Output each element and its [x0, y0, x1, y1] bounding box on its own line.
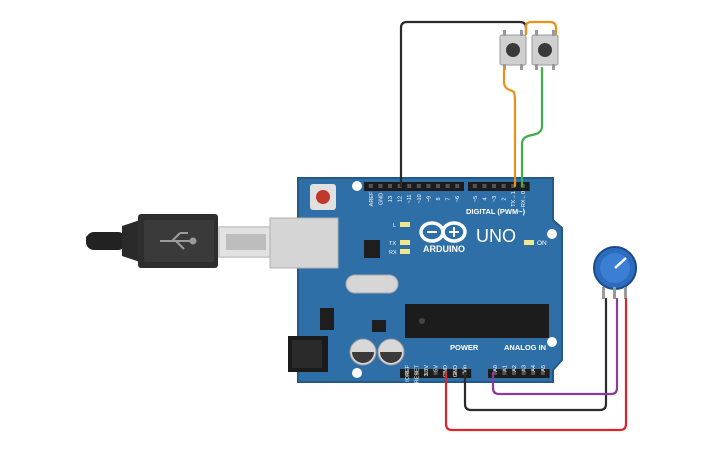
digital-pin-label: ~10	[417, 194, 423, 203]
analog-pin-label: A1	[502, 365, 508, 372]
digital-pin-label: 8	[436, 197, 442, 200]
analog-pin-label: A2	[512, 365, 518, 372]
digital-header-label: DIGITAL (PWM~)	[466, 207, 526, 216]
analog-pin-hole[interactable]	[521, 371, 526, 375]
power-pin-hole[interactable]	[424, 371, 428, 375]
capacitor	[349, 338, 377, 366]
small-chip	[372, 320, 386, 332]
regulator	[320, 308, 334, 330]
analog-pin-label: A3	[522, 365, 528, 372]
wire-orange-pin3-button[interactable]	[502, 66, 517, 188]
led-on	[524, 240, 534, 245]
digital-pin-label: 2	[502, 197, 508, 200]
on-led-label: ON	[537, 240, 547, 247]
power-pin-label: 5V	[434, 365, 440, 372]
power-pin-label: Vin	[462, 365, 468, 373]
digital-pin-hole[interactable]	[378, 184, 383, 188]
digital-pin-label: 12	[398, 196, 404, 202]
usb-cable[interactable]	[85, 214, 274, 268]
crystal	[345, 274, 399, 294]
digital-pin-label: RX←0	[521, 191, 527, 207]
power-pin-label: GND	[453, 365, 459, 377]
pushbutton-left[interactable]	[499, 30, 527, 70]
digital-pin-hole[interactable]	[511, 184, 516, 188]
pushbutton-right[interactable]	[531, 30, 559, 70]
digital-pin-label: ~9	[426, 196, 432, 202]
analog-pin-hole[interactable]	[540, 371, 545, 375]
mounting-hole	[547, 229, 557, 239]
arduino-logo-icon	[419, 221, 467, 243]
digital-pin-hole[interactable]	[445, 184, 450, 188]
digital-pin-hole[interactable]	[388, 184, 392, 188]
logo-signs	[427, 227, 459, 237]
wire-orange-button-bridge[interactable]	[524, 20, 558, 36]
mounting-hole	[352, 181, 362, 191]
power-pin-label: IOREF	[405, 364, 411, 381]
led-tx	[400, 240, 410, 245]
power-pin-hole[interactable]	[433, 371, 438, 375]
analog-in-label: ANALOG IN	[504, 343, 546, 352]
analog-pin-hole[interactable]	[512, 371, 516, 375]
analog-pin-hole[interactable]	[502, 371, 507, 375]
digital-pin-hole[interactable]	[416, 184, 421, 188]
wire-green-pin2-button[interactable]	[520, 66, 544, 188]
power-label: POWER	[450, 343, 479, 352]
analog-pin-hole[interactable]	[492, 371, 497, 375]
analog-pin-label: A0	[493, 365, 499, 372]
digital-pin-hole[interactable]	[501, 184, 506, 188]
brand-label: ARDUINO	[423, 244, 465, 254]
digital-pin-label: ~3	[492, 196, 498, 202]
digital-pin-hole[interactable]	[397, 184, 402, 188]
power-pin-hole[interactable]	[452, 371, 457, 375]
analog-pin-hole[interactable]	[531, 371, 536, 375]
digital-pin-label: ~11	[407, 195, 413, 204]
arduino-uno-board[interactable]	[269, 177, 563, 383]
power-pin-label: 3.3V	[424, 365, 430, 377]
digital-pin-hole[interactable]	[492, 184, 496, 188]
power-pin-hole[interactable]	[404, 371, 409, 375]
led-l	[400, 222, 410, 227]
wire-purple-a0-pot[interactable]	[491, 297, 619, 396]
led-rx-label: RX	[389, 250, 397, 256]
digital-pin-label: AREF	[369, 191, 375, 206]
digital-pin-hole[interactable]	[482, 184, 487, 188]
analog-pin-label: A5	[541, 365, 547, 372]
atmega-chip	[405, 304, 549, 338]
digital-pin-label: 4	[482, 197, 488, 200]
power-pin-hole[interactable]	[414, 371, 419, 375]
digital-pin-label: GND	[378, 193, 384, 205]
capacitor	[377, 338, 405, 366]
power-pin-label: RESET	[414, 364, 420, 383]
model-label: UNO	[476, 226, 516, 246]
usb-port	[269, 217, 339, 269]
digital-pin-label: TX→1	[511, 191, 517, 207]
led-l-label: L	[393, 223, 396, 229]
usb-symbol-icon	[160, 232, 197, 250]
digital-pin-hole[interactable]	[407, 184, 412, 188]
digital-pin-label: 13	[388, 196, 394, 202]
led-rx	[400, 249, 410, 254]
digital-pin-hole[interactable]	[472, 184, 477, 188]
digital-pin-hole[interactable]	[368, 184, 373, 188]
digital-pin-label: ~5	[473, 196, 479, 202]
usb-chip	[364, 240, 380, 258]
digital-pin-label: ~6	[455, 196, 461, 202]
digital-pin-hole[interactable]	[455, 184, 460, 188]
power-pin-label: GND	[443, 365, 449, 377]
wire-black-gnd-pot[interactable]	[463, 297, 608, 412]
wire-red-5v-pot[interactable]	[444, 297, 628, 432]
potentiometer[interactable]	[593, 246, 637, 299]
led-tx-label: TX	[389, 241, 396, 247]
digital-pin-hole[interactable]	[436, 184, 440, 188]
digital-pin-hole[interactable]	[426, 184, 431, 188]
mounting-hole	[352, 368, 362, 378]
digital-pin-label: 7	[446, 197, 452, 200]
analog-pin-label: A4	[531, 365, 537, 372]
mounting-hole	[547, 337, 557, 347]
